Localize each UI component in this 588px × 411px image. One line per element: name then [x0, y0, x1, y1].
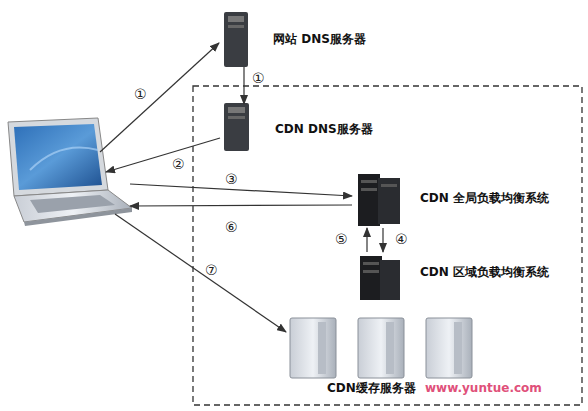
server-node: CDN DNS服务器	[220, 104, 370, 152]
cdn-boundary	[193, 86, 582, 405]
callout-number: ⑥	[225, 219, 238, 235]
rack-server-icon	[358, 174, 400, 300]
server-node: CDN 全局负载均衡系统	[352, 170, 582, 228]
callout-number: ①	[252, 70, 265, 86]
flow-arrow	[366, 228, 367, 252]
callout-number: ③	[225, 171, 238, 187]
laptop	[8, 118, 132, 226]
flow-arrow	[382, 228, 383, 252]
callout-number: ⑦	[205, 262, 218, 278]
watermark: www.yuntue.com	[425, 381, 542, 395]
callout-number: ①	[134, 86, 147, 102]
server-node: 网站 DNS服务器	[220, 14, 370, 67]
callout-number: ⑤	[335, 231, 348, 247]
node-label: CDN缓存服务器	[327, 380, 416, 397]
node-label: CDN 全局负载均衡系统	[420, 190, 549, 207]
request-arrow	[100, 43, 352, 332]
callout-number: ②	[172, 156, 185, 172]
dns-server-icon	[224, 12, 249, 151]
node-label: CDN 区域负载均衡系统	[420, 264, 549, 281]
server-node: CDN 区域负载均衡系统	[352, 252, 582, 302]
node-label: 网站 DNS服务器	[273, 31, 366, 48]
node-label: CDN DNS服务器	[275, 121, 373, 138]
callout-number: ④	[395, 231, 408, 247]
cache-server-icon	[290, 318, 472, 378]
flow-arrow	[243, 67, 244, 104]
